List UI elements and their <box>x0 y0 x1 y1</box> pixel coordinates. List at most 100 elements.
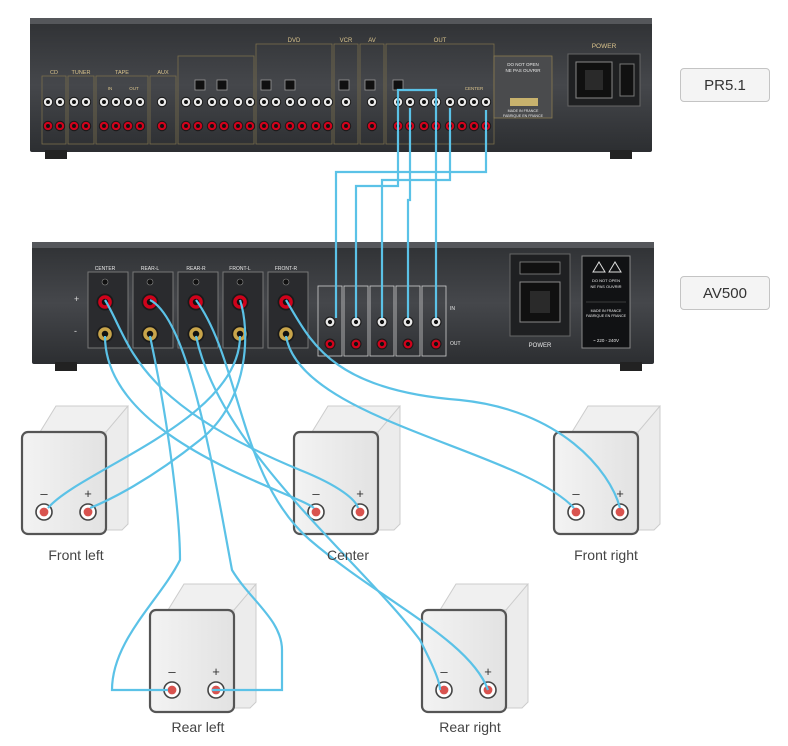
pr51-jack-red <box>232 120 244 132</box>
pr51-jack-white <box>270 96 282 108</box>
av500-notice-2: NE PAS OUVRIR <box>590 284 621 289</box>
speakers: –+–+–+–+–+ <box>20 405 662 714</box>
pr51-jack-red <box>468 120 480 132</box>
speaker-front-left: –+ <box>20 405 130 536</box>
speaker-minus-sign: – <box>312 486 320 501</box>
speaker-minus-sign: – <box>572 486 580 501</box>
pr51-out-label: OUT <box>434 38 447 44</box>
pr51-jack-white <box>192 96 204 108</box>
speaker-label-front-right: Front right <box>574 547 638 563</box>
terminal-dot <box>311 507 321 517</box>
cable-rear-left-minus <box>110 335 182 692</box>
pr51-tape-in-label: IN <box>108 86 113 91</box>
av500-rca-out <box>376 338 388 350</box>
av500-out-label: OUT <box>450 341 461 347</box>
speaker-plus-sign: + <box>616 486 624 501</box>
pr51-jack-red <box>42 120 54 132</box>
pr51-center-label: CENTER <box>465 86 484 91</box>
pr51-jacks <box>42 79 492 132</box>
av500-channel-label: FRONT-L <box>229 266 251 272</box>
av500-jacks <box>96 278 442 350</box>
pr51-jack-white <box>468 96 480 108</box>
speaker-label-rear-left: Rear left <box>171 719 225 735</box>
av500-rca-in <box>350 316 362 328</box>
pr51-jack-white <box>218 96 230 108</box>
pr51-jack-red <box>98 120 110 132</box>
pr51-jack-white <box>206 96 218 108</box>
av500-power-label: POWER <box>529 343 552 349</box>
speaker-minus-sign: – <box>168 664 176 679</box>
av500-voltage: ~ 220 - 240V <box>593 338 619 343</box>
pr51-jack-red <box>310 120 322 132</box>
av500-channel-label: CENTER <box>95 266 116 272</box>
terminal-dot <box>571 507 581 517</box>
av500-terminal-minus <box>96 325 114 343</box>
pr51-cd-label: CD <box>50 70 58 76</box>
speaker-label-front-left: Front left <box>48 547 104 563</box>
cable-front-right-plus <box>285 299 622 509</box>
av500-rca-out <box>402 338 414 350</box>
pr51-notice-2: NE PAS OUVRIR <box>506 68 542 73</box>
pr51-jack-white <box>98 96 110 108</box>
pr51-optical-port <box>284 79 296 91</box>
pr51-vcr-label: VCR <box>340 38 353 44</box>
terminal-dot <box>83 507 93 517</box>
pr51-notice-1: DO NOT OPEN <box>507 62 538 67</box>
speaker-front-right: –+ <box>552 405 662 536</box>
pr51-jack-white <box>404 96 416 108</box>
pr51-device-label: PR5.1 <box>680 68 770 102</box>
av500-labels: IN OUT POWER DO NOT OPEN NE PAS OUVRIR M… <box>74 266 627 349</box>
cables <box>47 88 622 692</box>
pr51-jack-white <box>122 96 134 108</box>
terminal-dot <box>615 507 625 517</box>
pr51-tuner-label: TUNER <box>72 70 91 76</box>
av500-notice-1: DO NOT OPEN <box>592 278 620 283</box>
pr51-optical-port <box>392 79 404 91</box>
pr51-power-label: POWER <box>592 43 617 50</box>
av500-terminal-minus <box>141 325 159 343</box>
speaker-label-rear-right: Rear right <box>439 719 501 735</box>
pr51-jack-white <box>54 96 66 108</box>
pr51-jack-red <box>284 120 296 132</box>
pr51-jack-white <box>418 96 430 108</box>
pr51-jack-white <box>42 96 54 108</box>
pr51-jack-red <box>218 120 230 132</box>
av500-terminal-minus <box>187 325 205 343</box>
pr51-jack-red <box>418 120 430 132</box>
pr51-jack-red <box>366 120 378 132</box>
terminal-dot <box>355 507 365 517</box>
av500-in-label: IN <box>450 306 455 312</box>
pr51-jack-red <box>68 120 80 132</box>
cable-front-right-minus <box>284 335 575 509</box>
pr51-aux-label: AUX <box>157 70 169 76</box>
speaker-minus-sign: – <box>40 486 48 501</box>
pr51-av-label: AV <box>368 38 376 44</box>
pr51-jack-white <box>156 96 168 108</box>
speaker-center: –+ <box>292 405 402 536</box>
cable-rear-right-minus <box>194 335 442 691</box>
av500-device-label: AV500 <box>680 276 770 310</box>
pr51-jack-white <box>232 96 244 108</box>
av500-channel-label: REAR-R <box>186 266 206 272</box>
pr51-jack-red <box>180 120 192 132</box>
pr51-made-in-2: FABRIQUE EN FRANCE <box>503 114 544 118</box>
pr51-jack-white <box>366 96 378 108</box>
cable-rca-rear-l <box>354 108 400 318</box>
pr51-jack-white <box>134 96 146 108</box>
pr51-jack-red <box>134 120 146 132</box>
av500-channel-label: REAR-L <box>141 266 160 272</box>
av500-chassis <box>32 242 654 371</box>
av500-plus-sign: + <box>74 294 79 304</box>
pr51-jack-white <box>322 96 334 108</box>
av500-made-in-1: MADE IN FRANCE <box>591 309 622 313</box>
pr51-jack-red <box>110 120 122 132</box>
pr51-jack-white <box>310 96 322 108</box>
pr51-optical-port <box>364 79 376 91</box>
pr51-jack-white <box>180 96 192 108</box>
pr51-made-in-1: MADE IN FRANCE <box>508 109 539 113</box>
av500-channel-label: FRONT-R <box>275 266 298 272</box>
cable-rca-rear-r <box>380 108 452 318</box>
terminal-dot <box>167 685 177 695</box>
av500-rca-in <box>402 316 414 328</box>
